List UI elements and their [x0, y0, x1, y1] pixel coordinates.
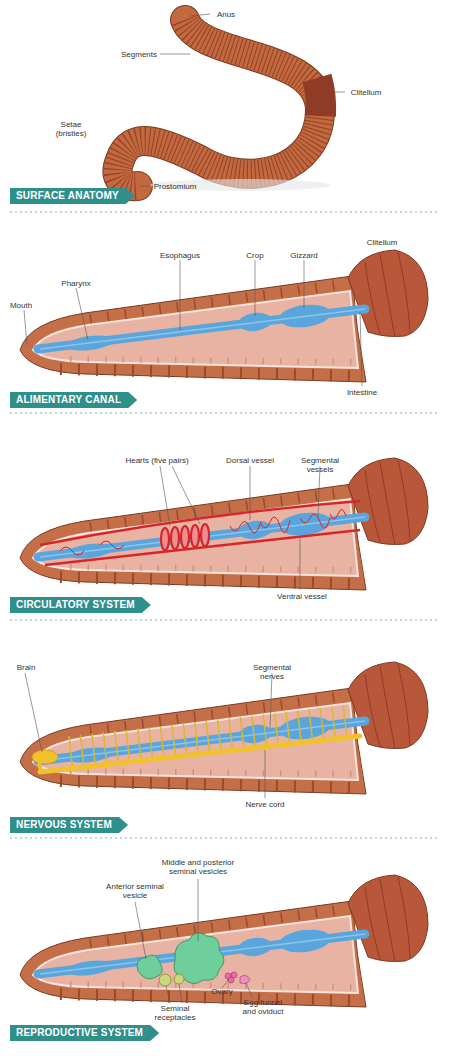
section-banner: CIRCULATORY SYSTEM [10, 597, 151, 613]
part-label: Ventral vessel [275, 592, 329, 601]
part-label: Nerve cord [240, 800, 290, 809]
section-title: SURFACE ANATOMY [16, 190, 119, 201]
part-label: Intestine [340, 388, 384, 397]
part-label: Ovary [208, 987, 236, 996]
section-title: CIRCULATORY SYSTEM [16, 599, 135, 610]
section-banner: SURFACE ANATOMY [10, 188, 135, 204]
part-label: Gizzard [287, 251, 321, 260]
part-label: Dorsal vessel [225, 456, 275, 465]
part-label: Hearts (five pairs) [122, 456, 192, 465]
part-label: Segments [118, 50, 160, 59]
part-label: Prostomium [150, 182, 200, 191]
part-label: Middle and posterior seminal vesicles [158, 858, 238, 876]
part-label: Anterior seminal vesicle [100, 882, 170, 900]
part-label: Segmental vessels [290, 456, 350, 474]
part-label: Anus [211, 10, 241, 19]
part-label: Esophagus [158, 251, 202, 260]
part-label: Setae (bristles) [50, 120, 92, 138]
part-label: Crop [238, 251, 272, 260]
section-title: NERVOUS SYSTEM [16, 819, 112, 830]
part-label: Clitellum [362, 238, 402, 247]
section-banner: REPRODUCTIVE SYSTEM [10, 1025, 159, 1041]
section-title: ALIMENTARY CANAL [16, 394, 121, 405]
part-label: Seminal receptacles [152, 1004, 198, 1022]
part-label: Brain [12, 663, 40, 672]
part-label: Egg funnel and oviduct [238, 998, 288, 1016]
section-banner: NERVOUS SYSTEM [10, 817, 128, 833]
part-label: Segmental nerves [240, 663, 304, 681]
section-title: REPRODUCTIVE SYSTEM [16, 1027, 143, 1038]
section-banner: ALIMENTARY CANAL [10, 392, 137, 408]
part-label: Clitellum [346, 88, 386, 97]
part-label: Pharynx [58, 279, 94, 288]
part-label: Mouth [6, 301, 36, 310]
